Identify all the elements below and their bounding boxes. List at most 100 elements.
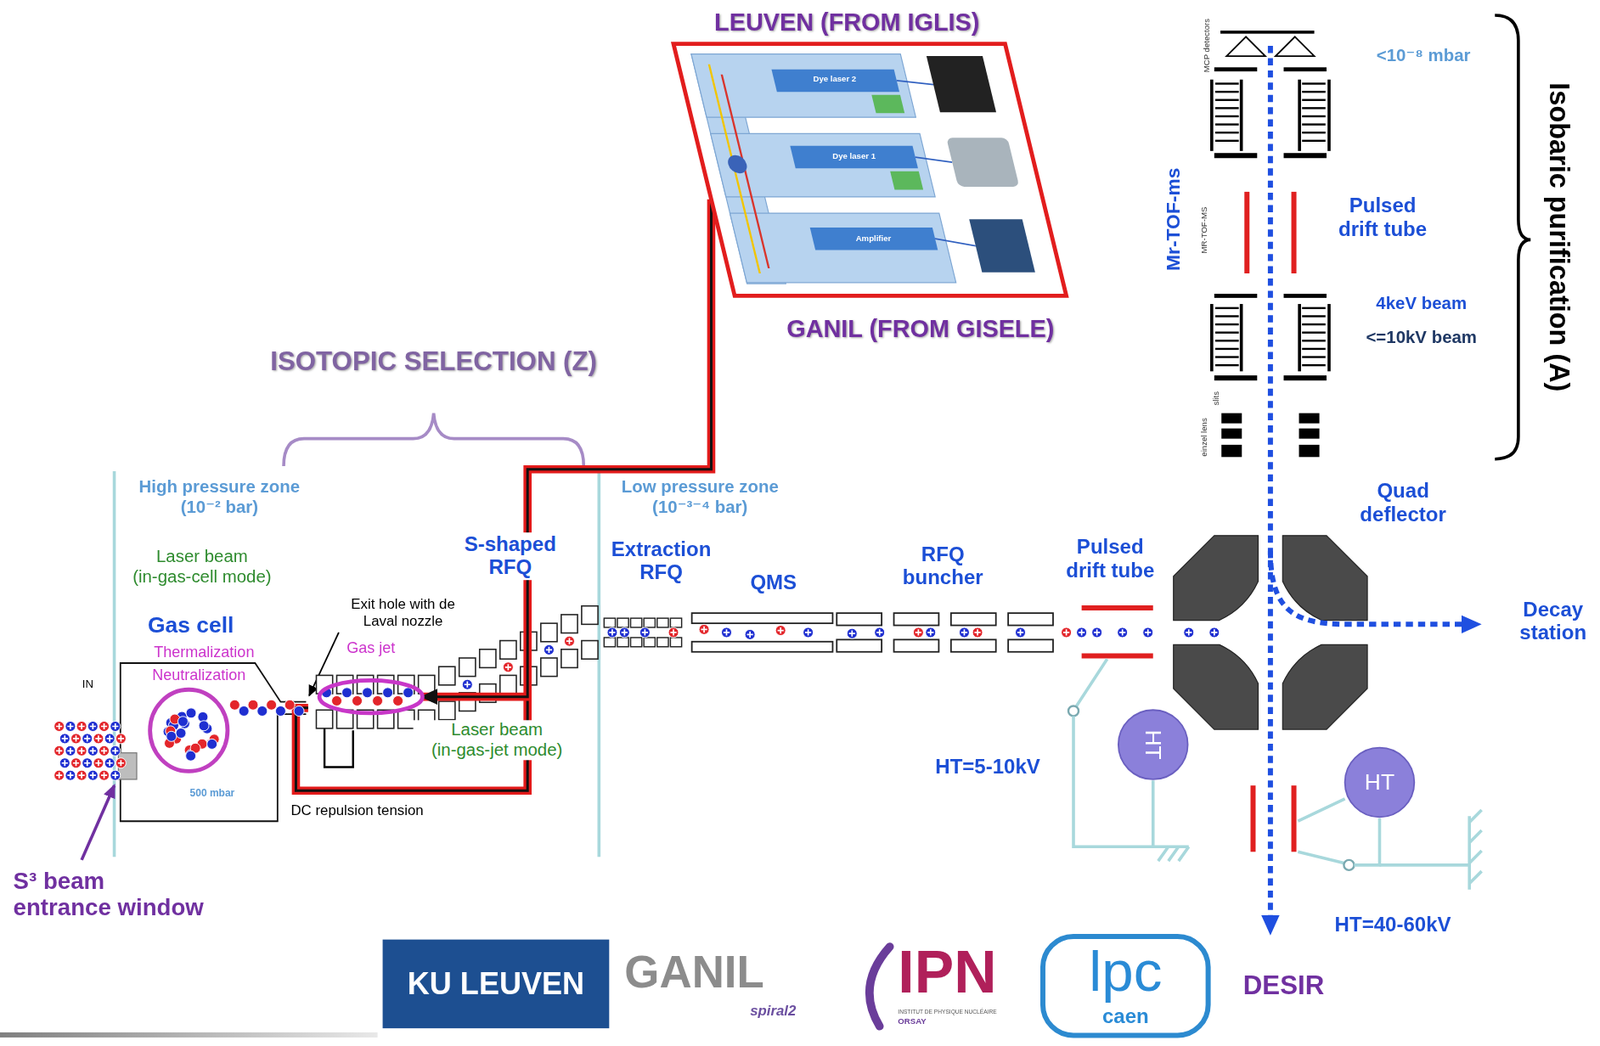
mirror-electrode [1301, 323, 1326, 326]
electrodes [315, 67, 1330, 729]
laser-panel-frame [673, 44, 1067, 297]
voltage-label: HT=40-60kV [1316, 912, 1470, 937]
supply-label: HT [1364, 769, 1395, 795]
charge-sign [78, 748, 85, 755]
charge-sign [101, 772, 108, 779]
charge-sign [642, 629, 648, 636]
terminal [1343, 860, 1354, 871]
ion [93, 733, 104, 744]
brace [283, 413, 584, 467]
laser-path [721, 74, 769, 269]
mirror-electrode [1301, 307, 1326, 310]
mirror-electrode [1214, 152, 1257, 158]
ion [803, 627, 814, 638]
ion [65, 721, 76, 732]
charge-sign [78, 772, 85, 779]
annotation: IN [72, 677, 103, 691]
logo-text: lpc [1048, 938, 1202, 1004]
ion [177, 716, 188, 727]
ion [502, 662, 513, 673]
mirror-electrode [1215, 90, 1240, 93]
text-run: mode) [222, 567, 272, 587]
charge-sign [112, 748, 119, 755]
laser-beam [295, 697, 528, 792]
laser-beam-core [422, 199, 711, 698]
rfq-electrode [500, 675, 517, 694]
ion [54, 721, 65, 732]
drift-tube [1291, 785, 1297, 852]
charge-sign [1119, 629, 1126, 636]
device-picture [969, 219, 1036, 272]
charge-sign [90, 772, 96, 779]
ion [87, 745, 98, 756]
gas-jet-label: Gas jet [315, 638, 426, 657]
rfq-electrode [561, 649, 578, 669]
ion [93, 758, 104, 769]
ion [257, 705, 268, 716]
ion [284, 699, 295, 710]
instrument-name: Mr-TOF-ms [1162, 157, 1185, 281]
rfq-electrode [617, 637, 629, 648]
drift-tube [1291, 191, 1297, 274]
charge-sign [118, 760, 124, 767]
thermalization-zone [150, 689, 228, 772]
rfq-electrode [670, 618, 682, 628]
buncher-electrode [894, 613, 940, 626]
charge-sign [621, 629, 628, 636]
ion [65, 770, 76, 781]
beam-energy: 4keV beam [1355, 293, 1488, 314]
zone-divider [112, 471, 117, 857]
mirror-electrode [1301, 82, 1326, 85]
leader-line [81, 785, 114, 861]
buncher-electrode [1008, 613, 1054, 626]
charge-sign [1063, 629, 1070, 636]
component-label: Quad deflector [1352, 479, 1454, 527]
ion [1183, 627, 1195, 638]
rfq-electrode [459, 658, 476, 677]
charge-sign [56, 723, 62, 730]
wire [1467, 816, 1471, 891]
charge-sign [1185, 629, 1192, 636]
mirror-electrode [1327, 304, 1331, 372]
ion [76, 721, 87, 732]
charge-sign [1211, 629, 1217, 636]
ion [342, 687, 353, 699]
rfq-electrode [561, 614, 578, 634]
mirror-electrode [1215, 348, 1240, 350]
quad-electrode [1173, 644, 1259, 730]
charge-sign [1144, 629, 1151, 636]
rfq-electrode [630, 637, 643, 648]
ion [1209, 627, 1220, 638]
laser-beam [295, 697, 528, 792]
component-label: RFQ buncher [891, 542, 994, 590]
logo-text: INSTITUT DE PHYSIQUE NUCLÉAIRE [897, 1008, 1036, 1016]
ion [54, 745, 65, 756]
device-name: Dye laser 1 [818, 152, 891, 162]
quad-electrode [1282, 644, 1368, 730]
einzel-lens [1299, 428, 1320, 440]
mirror-electrode [1297, 304, 1302, 372]
ion [1143, 627, 1154, 638]
rfq-electrode [581, 606, 598, 626]
charge-sign [608, 629, 615, 636]
laser-setup-panel: LEUVEN (FROM IGLIS)GANIL (FROM GISELE) [653, 5, 1094, 353]
ion [925, 627, 936, 638]
ion [185, 750, 197, 761]
mirror-electrode [1301, 90, 1326, 93]
beam-path [1267, 45, 1274, 922]
rfq-electrode [657, 637, 669, 648]
charge-sign [67, 723, 74, 730]
optical-table [710, 133, 936, 197]
ion [543, 644, 554, 655]
charge-sign [101, 748, 108, 755]
rfq-electrode [315, 709, 333, 729]
ion [1117, 627, 1128, 638]
ion [698, 624, 710, 635]
ion [207, 738, 218, 750]
ion [846, 628, 857, 639]
ion [99, 770, 110, 781]
qms-rod [692, 642, 834, 653]
rfq-electrode [540, 623, 558, 643]
buncher-electrode [951, 613, 997, 626]
